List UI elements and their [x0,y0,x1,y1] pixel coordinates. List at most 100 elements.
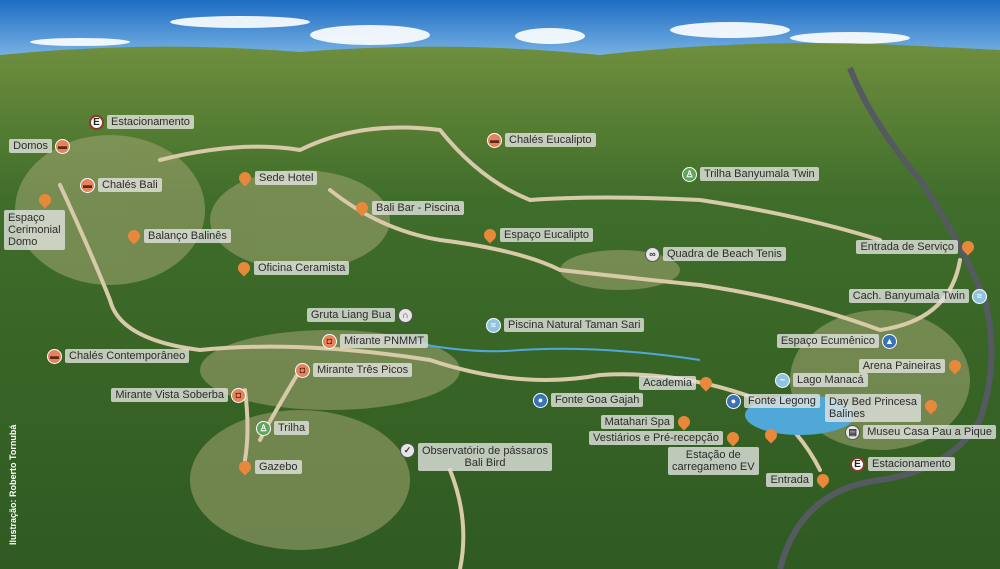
label-trilha[interactable]: Trilha [274,421,310,435]
camera-icon[interactable]: ◘ [231,387,246,403]
label-estacionamento-bottom[interactable]: Estacionamento [868,457,955,471]
label-estacionamento-top[interactable]: Estacionamento [107,115,194,129]
marker-academia[interactable]: Academia [639,374,715,392]
label-bali-bar[interactable]: Bali Bar - Piscina [372,201,464,215]
bed-icon[interactable]: ▬ [47,348,62,364]
hiker-icon[interactable]: ♙ [256,420,271,436]
label-fonte-legong[interactable]: Fonte Legong [744,394,820,408]
pin-icon[interactable] [675,413,693,431]
marker-oficina[interactable]: Oficina Ceramista [235,259,350,277]
label-estacao-ev[interactable]: Estação de carregameno EV [668,447,759,475]
label-mirante-pnmmt[interactable]: Mirante PNMMT [340,334,429,348]
museum-icon[interactable]: ▤ [845,424,861,440]
marker-arena[interactable]: Arena Paineiras [858,357,964,375]
chapel-icon[interactable]: ▲ [882,333,897,349]
label-oficina[interactable]: Oficina Ceramista [254,261,350,275]
label-gruta[interactable]: Gruta Liang Bua [306,308,395,322]
cave-icon[interactable]: ∩ [398,307,413,323]
label-espaco-eucalipto[interactable]: Espaço Eucalipto [500,228,593,242]
label-matahari[interactable]: Matahari Spa [600,415,674,429]
label-espaco-cerimonial[interactable]: Espaço Cerimonial Domo [4,210,65,250]
marker-day-bed[interactable]: Day Bed Princesa Balines [824,394,940,422]
pin-icon[interactable] [481,226,499,244]
pool-icon[interactable]: ≈ [486,317,501,333]
label-academia[interactable]: Academia [639,376,696,390]
pin-icon[interactable] [697,374,715,392]
marker-observatorio[interactable]: ✓ Observatório de pássaros Bali Bird [400,443,552,471]
label-cachoeira[interactable]: Cach. Banyumala Twin [848,289,969,303]
marker-chales-contemporaneo[interactable]: ▬ Chalés Contemporâneo [47,348,190,364]
bird-icon[interactable]: ✓ [400,443,415,458]
waterfall-icon[interactable]: ≈ [972,288,987,304]
marker-espaco-eucalipto[interactable]: Espaço Eucalipto [481,226,593,244]
pin-icon[interactable] [814,471,832,489]
marker-vestiarios[interactable]: Vestiários e Pré-recepção [589,429,742,447]
label-balanco[interactable]: Balanço Balinês [144,229,231,243]
label-museu[interactable]: Museu Casa Pau a Pique [863,425,996,439]
marker-cachoeira[interactable]: Cach. Banyumala Twin ≈ [848,288,987,304]
label-chales-contemporaneo[interactable]: Chalés Contemporâneo [65,349,190,363]
marker-espaco-cerimonial[interactable]: Espaço Cerimonial Domo [4,210,65,250]
label-sede-hotel[interactable]: Sede Hotel [255,171,318,185]
pin-icon[interactable] [959,238,977,256]
marker-entrada[interactable]: Entrada [766,471,832,489]
bed-icon[interactable]: ▬ [80,177,95,193]
marker-sede-hotel[interactable]: Sede Hotel [236,169,318,187]
pin-icon[interactable] [724,429,742,447]
label-quadra[interactable]: Quadra de Beach Tenis [663,247,786,261]
label-lago[interactable]: Lago Manacá [793,373,868,387]
camera-icon[interactable]: ◘ [322,333,337,349]
label-entrada-servico[interactable]: Entrada de Serviço [856,240,958,254]
label-entrada[interactable]: Entrada [766,473,813,487]
label-chales-eucalipto[interactable]: Chalés Eucalipto [505,133,596,147]
marker-chales-bali[interactable]: ▬ Chalés Bali [80,177,162,193]
marker-mirante-tres-picos[interactable]: ◘ Mirante Três Picos [295,362,413,378]
marker-estacionamento-top[interactable]: E Estacionamento [89,114,194,130]
pin-icon[interactable] [922,397,940,415]
marker-bali-bar[interactable]: Bali Bar - Piscina [353,199,464,217]
pin-icon[interactable] [236,169,254,187]
marker-gazebo[interactable]: Gazebo [236,458,302,476]
marker-estacao-ev[interactable]: Estação de carregameno EV [668,447,759,475]
marker-entrada-servico[interactable]: Entrada de Serviço [856,238,977,256]
label-arena[interactable]: Arena Paineiras [858,359,945,373]
marker-ecumenico[interactable]: Espaço Ecumênico ▲ [776,333,897,349]
marker-gruta[interactable]: Gruta Liang Bua ∩ [306,307,413,323]
marker-matahari[interactable]: Matahari Spa [600,413,693,431]
marker-mirante-vista[interactable]: Mirante Vista Soberba ◘ [111,387,246,403]
parking-icon[interactable]: E [850,456,865,472]
marker-chales-eucalipto[interactable]: ▬ Chalés Eucalipto [487,132,596,148]
label-day-bed[interactable]: Day Bed Princesa Balines [824,394,921,422]
marker-domos[interactable]: Domos ▬ [9,138,70,154]
bed-icon[interactable]: ▬ [55,138,70,154]
pin-icon[interactable] [946,357,964,375]
marker-fonte-goa[interactable]: ● Fonte Goa Gajah [533,392,644,408]
label-mirante-vista[interactable]: Mirante Vista Soberba [111,388,228,402]
label-ecumenico[interactable]: Espaço Ecumênico [776,334,879,348]
lake-icon[interactable]: ~ [775,372,790,388]
marker-trilha-banyumala[interactable]: ♙ Trilha Banyumala Twin [682,166,819,182]
label-piscina-natural[interactable]: Piscina Natural Taman Sari [504,318,645,332]
pin-icon[interactable] [235,259,253,277]
marker-quadra[interactable]: ∞ Quadra de Beach Tenis [645,246,786,262]
fountain-icon[interactable]: ● [726,393,741,409]
pin-icon[interactable] [236,458,254,476]
tennis-icon[interactable]: ∞ [645,246,660,262]
marker-fonte-legong[interactable]: ● Fonte Legong [726,393,820,409]
marker-lago[interactable]: ~ Lago Manacá [775,372,868,388]
marker-balanco[interactable]: Balanço Balinês [125,227,231,245]
label-fonte-goa[interactable]: Fonte Goa Gajah [551,393,644,407]
marker-piscina-natural[interactable]: ≈ Piscina Natural Taman Sari [486,317,645,333]
bed-icon[interactable]: ▬ [487,132,502,148]
label-observatorio[interactable]: Observatório de pássaros Bali Bird [418,443,552,471]
parking-icon[interactable]: E [89,114,104,130]
label-domos[interactable]: Domos [9,139,52,153]
fountain-icon[interactable]: ● [533,392,548,408]
label-trilha-banyumala[interactable]: Trilha Banyumala Twin [700,167,819,181]
label-chales-bali[interactable]: Chalés Bali [98,178,162,192]
pin-icon[interactable] [125,227,143,245]
pin-icon[interactable] [353,199,371,217]
marker-estacionamento-bottom[interactable]: E Estacionamento [850,456,955,472]
label-vestiarios[interactable]: Vestiários e Pré-recepção [589,431,723,445]
label-mirante-tres-picos[interactable]: Mirante Três Picos [313,363,413,377]
